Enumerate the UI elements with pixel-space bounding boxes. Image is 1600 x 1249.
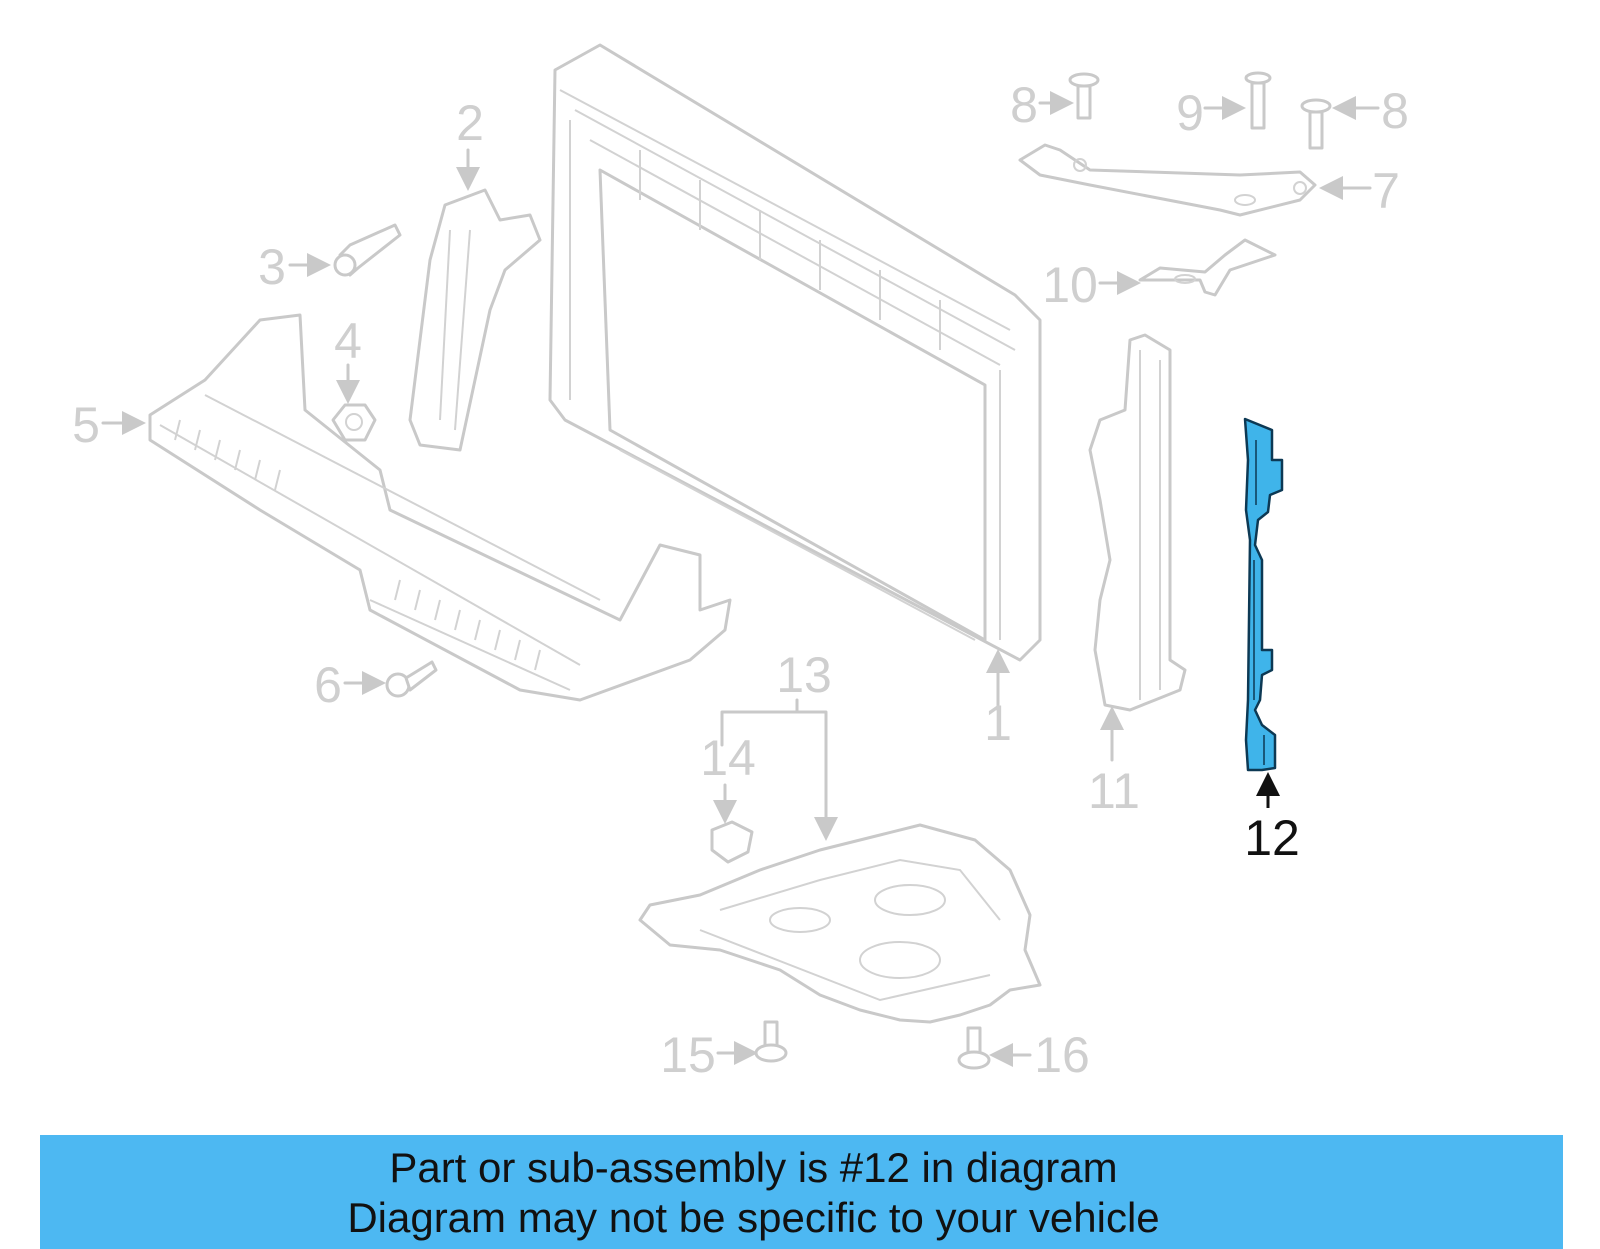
callout-1: 1 xyxy=(984,695,1012,751)
radiator-support-frame xyxy=(548,43,1042,662)
bolt-9 xyxy=(1244,71,1272,130)
banner-line-1: Part or sub-assembly is #12 in diagram xyxy=(389,1144,1118,1191)
parts-diagram: 1 2 3 4 5 6 7 8 9 8 10 11 12 13 14 15 16 xyxy=(72,43,1409,1083)
bumper-carrier xyxy=(148,313,732,702)
callout-6: 6 xyxy=(314,657,342,713)
callout-2: 2 xyxy=(456,95,484,151)
callout-8b: 8 xyxy=(1381,83,1409,139)
callout-16: 16 xyxy=(1034,1027,1090,1083)
banner-line-2: Diagram may not be specific to your vehi… xyxy=(347,1194,1160,1241)
callout-7: 7 xyxy=(1372,163,1400,219)
upper-bracket-7 xyxy=(1018,143,1317,217)
callout-14: 14 xyxy=(700,730,756,786)
callout-12: 12 xyxy=(1244,810,1300,866)
bolt-15 xyxy=(754,1020,788,1063)
callout-13: 13 xyxy=(776,647,832,703)
small-bracket-10 xyxy=(1138,238,1277,297)
side-bracket xyxy=(408,188,542,452)
underbody-shield-13 xyxy=(638,823,1042,1024)
callout-15: 15 xyxy=(660,1027,716,1083)
callout-9: 9 xyxy=(1176,85,1204,141)
nut-4 xyxy=(331,403,377,442)
screw-6 xyxy=(385,660,438,698)
callout-8a: 8 xyxy=(1010,77,1038,133)
callout-11: 11 xyxy=(1088,763,1140,819)
callout-labels: 1 2 3 4 5 6 7 8 9 8 10 11 12 13 14 15 16 xyxy=(72,77,1409,1083)
callout-5: 5 xyxy=(72,397,100,453)
callout-4: 4 xyxy=(334,313,362,369)
leader-lines xyxy=(101,91,1380,1067)
clip-14 xyxy=(710,820,754,864)
callout-3: 3 xyxy=(258,239,286,295)
bolt-8-left xyxy=(1068,72,1100,120)
bolt-16 xyxy=(957,1026,991,1070)
bolt-3 xyxy=(333,223,402,277)
bolt-8-right xyxy=(1300,98,1332,150)
air-guide-11 xyxy=(1088,333,1187,712)
info-banner: Part or sub-assembly is #12 in diagram D… xyxy=(40,1135,1563,1249)
callout-10: 10 xyxy=(1042,257,1098,313)
air-deflector-12 xyxy=(1243,417,1284,772)
